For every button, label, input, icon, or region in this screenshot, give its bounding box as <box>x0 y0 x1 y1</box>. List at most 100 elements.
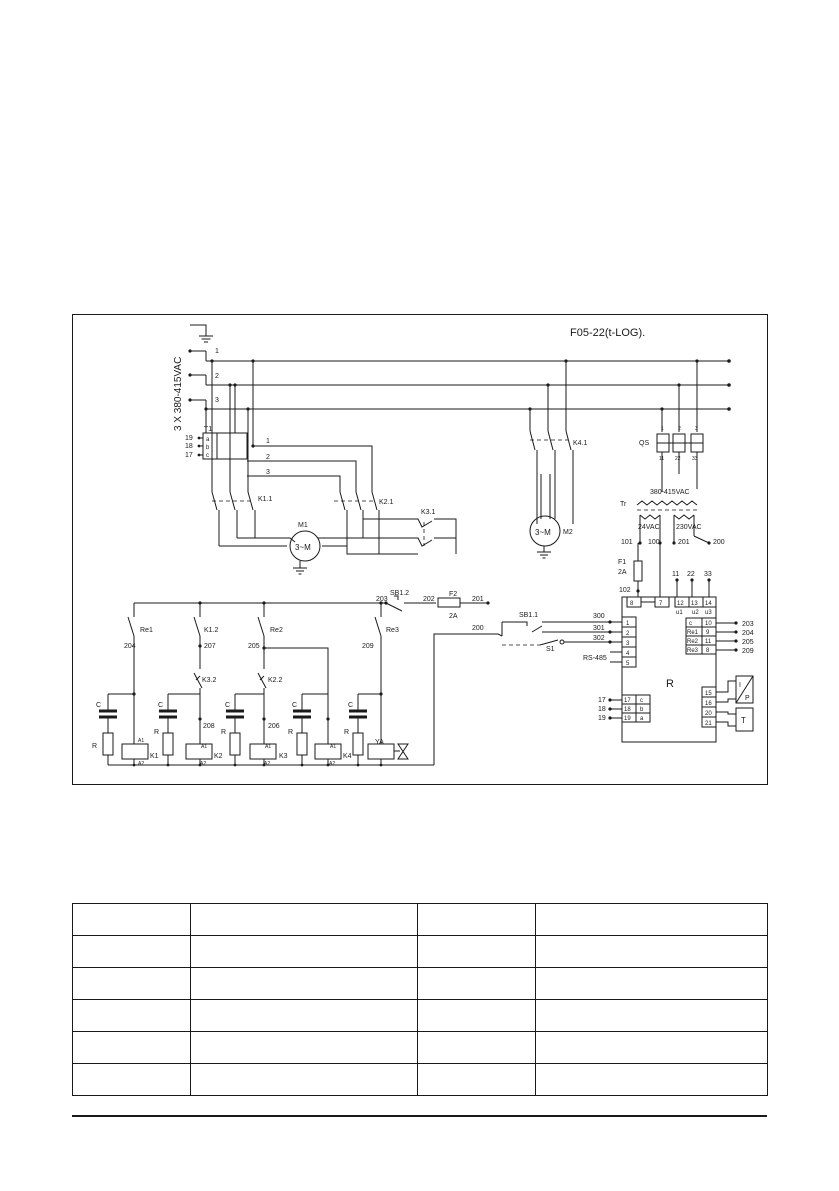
svg-text:T: T <box>741 716 746 725</box>
table-cell <box>190 1031 418 1064</box>
svg-text:K4.1: K4.1 <box>573 440 588 447</box>
svg-text:C: C <box>96 702 101 709</box>
svg-text:F1: F1 <box>618 559 626 566</box>
svg-text:K1: K1 <box>150 753 159 760</box>
svg-text:I: I <box>739 682 741 689</box>
switch-qs: QS 1 2 3 11 22 33 <box>639 359 704 492</box>
svg-text:M1: M1 <box>298 522 308 529</box>
svg-text:101: 101 <box>621 539 633 546</box>
svg-text:Re3: Re3 <box>386 627 399 634</box>
table-cell <box>190 999 418 1032</box>
svg-text:K3.1: K3.1 <box>421 509 436 516</box>
svg-text:4: 4 <box>626 651 630 657</box>
table-cell <box>417 967 536 1000</box>
svg-text:16: 16 <box>705 701 712 707</box>
svg-text:10: 10 <box>705 621 712 627</box>
svg-text:33: 33 <box>692 456 698 462</box>
svg-text:A1: A1 <box>138 738 144 744</box>
svg-text:24VAC: 24VAC <box>638 524 660 531</box>
svg-text:YA: YA <box>375 739 384 746</box>
earth-symbol <box>190 324 213 343</box>
motor-m1: 3~M M1 <box>289 522 321 575</box>
svg-text:209: 209 <box>742 648 754 655</box>
table-cell <box>535 903 768 936</box>
svg-text:P: P <box>745 695 750 702</box>
svg-text:208: 208 <box>203 723 215 730</box>
svg-text:2: 2 <box>626 631 630 637</box>
table-cell <box>190 935 418 968</box>
controller-label-300: 300 <box>593 613 605 620</box>
svg-text:a: a <box>640 716 644 722</box>
svg-text:R: R <box>92 743 97 750</box>
control-branch-ya: Re3 209 C R YA <box>344 601 409 765</box>
table-cell <box>190 967 418 1000</box>
cross-wire-1: 1 <box>266 438 270 445</box>
svg-text:K2.1: K2.1 <box>379 499 394 506</box>
svg-text:200: 200 <box>713 539 725 546</box>
svg-text:209: 209 <box>362 643 374 650</box>
svg-text:2: 2 <box>678 426 681 432</box>
svg-text:1: 1 <box>661 426 664 432</box>
svg-text:201: 201 <box>472 596 484 603</box>
svg-text:2A: 2A <box>618 569 627 576</box>
svg-text:22: 22 <box>687 571 695 578</box>
table-cell <box>72 935 191 968</box>
svg-text:SB1.1: SB1.1 <box>519 612 538 619</box>
svg-text:3~M: 3~M <box>535 528 551 537</box>
svg-text:380-415VAC: 380-415VAC <box>650 489 690 496</box>
svg-text:14: 14 <box>705 601 712 607</box>
table-cell <box>417 903 536 936</box>
supply-switch-l2 <box>188 373 207 385</box>
svg-text:20: 20 <box>705 711 712 717</box>
svg-text:A2: A2 <box>138 761 144 767</box>
svg-text:K2.2: K2.2 <box>268 677 283 684</box>
svg-text:K3.2: K3.2 <box>202 677 217 684</box>
svg-text:K2: K2 <box>214 753 223 760</box>
table-cell <box>72 1063 191 1096</box>
table-cell <box>417 999 536 1032</box>
control-branch-k4: C R A1 A2 K4 <box>288 693 352 767</box>
svg-text:R: R <box>221 729 226 736</box>
diagram-border <box>72 314 768 785</box>
svg-text:c: c <box>206 453 209 459</box>
svg-text:u1: u1 <box>676 610 683 616</box>
svg-text:R: R <box>288 729 293 736</box>
table-row <box>72 999 768 1032</box>
svg-text:R: R <box>154 729 159 736</box>
cross-wire-3: 3 <box>266 469 270 476</box>
svg-text:205: 205 <box>742 639 754 646</box>
table-cell <box>535 967 768 1000</box>
svg-text:13: 13 <box>691 601 698 607</box>
svg-text:3: 3 <box>626 641 630 647</box>
table-cell <box>72 967 191 1000</box>
svg-text:9: 9 <box>706 630 710 636</box>
svg-text:17: 17 <box>185 452 193 459</box>
svg-text:17: 17 <box>598 697 606 704</box>
table-cell <box>535 935 768 968</box>
wire-200-label: 200 <box>472 625 484 632</box>
svg-text:19: 19 <box>598 715 606 722</box>
svg-text:Re2: Re2 <box>270 627 283 634</box>
table-cell <box>72 999 191 1032</box>
svg-text:Re3: Re3 <box>687 648 699 654</box>
svg-text:203: 203 <box>376 596 388 603</box>
svg-text:18: 18 <box>624 707 631 713</box>
table-row <box>72 1063 768 1096</box>
control-branch-k3: Re2 205 K2.2 206 C R A1 A2 K3 <box>221 601 329 767</box>
svg-text:204: 204 <box>742 630 754 637</box>
table-cell <box>72 1031 191 1064</box>
table-row <box>72 903 768 936</box>
svg-text:Tr: Tr <box>620 501 627 508</box>
svg-text:Re1: Re1 <box>687 630 699 636</box>
svg-text:S1: S1 <box>546 646 555 653</box>
table-row <box>72 1031 768 1064</box>
line-number-2: 2 <box>215 373 219 380</box>
svg-text:c: c <box>640 698 643 704</box>
fuse-f2: F2 2A 202 201 <box>423 591 490 620</box>
svg-text:19: 19 <box>624 716 631 722</box>
svg-text:12: 12 <box>677 601 684 607</box>
svg-text:A2: A2 <box>329 761 335 767</box>
svg-text:18: 18 <box>185 443 193 450</box>
svg-text:3: 3 <box>695 426 698 432</box>
controller-r: R 8 7 12 13 14 11 22 33 u1 u2 u3 1 2 3 4 <box>598 543 754 743</box>
